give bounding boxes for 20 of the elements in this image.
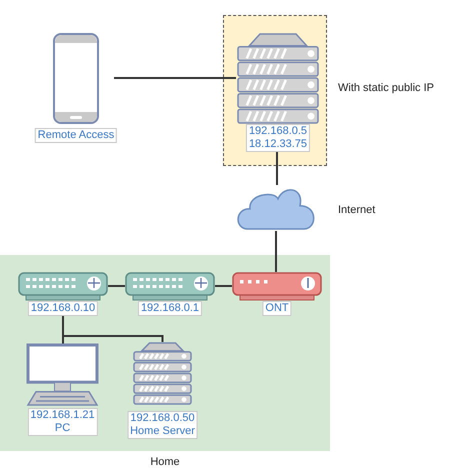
label-text: 192.168.0.10 <box>30 302 96 315</box>
group-frame <box>223 15 327 166</box>
network-link <box>114 77 236 79</box>
note-text: With static public IP <box>338 82 434 94</box>
network-link <box>276 151 278 185</box>
label-text: Remote Access <box>38 129 114 142</box>
network-link <box>275 231 277 272</box>
label-text: 192.168.0.1 <box>140 302 200 315</box>
label-text: 18.12.33.75 <box>248 138 308 151</box>
label-text: 192.168.1.21 <box>30 409 95 422</box>
label-text: ONT <box>265 302 289 315</box>
network-link <box>62 315 164 342</box>
label-text: PC <box>54 422 72 435</box>
network-link <box>215 285 232 287</box>
label-text: 192.168.0.50 <box>130 412 195 425</box>
group-label: Home <box>149 456 181 468</box>
network-link <box>108 285 125 287</box>
label-text: Home Server <box>130 425 195 438</box>
label-text: 192.168.0.5 <box>248 125 308 138</box>
annotation-text: Internet <box>338 204 376 216</box>
